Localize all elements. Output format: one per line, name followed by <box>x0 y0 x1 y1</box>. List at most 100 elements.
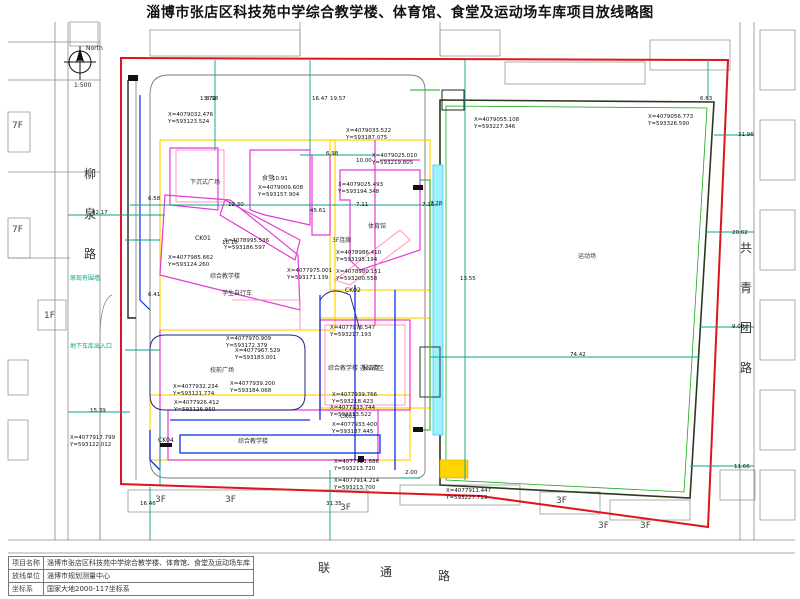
dimension-value: 42.17 <box>92 210 108 216</box>
coordinate-y: Y=593123.524 <box>167 119 210 125</box>
coordinate-x: X=4077975.001 <box>287 268 332 274</box>
dimension-value: 7.11 <box>356 202 368 208</box>
coordinate-y: Y=593122.012 <box>69 442 111 448</box>
scale-label: 1:500 <box>74 82 91 89</box>
coordinate-x: X=4078995.536 <box>224 238 270 244</box>
control-point: CK01 <box>195 235 211 242</box>
road-name-west: 柳 泉 路 <box>84 167 96 261</box>
floor-label: 7F <box>12 121 23 131</box>
dimension-value: 9.08 <box>732 324 745 330</box>
road-char: 路 <box>740 360 752 375</box>
coordinate-y: Y=593200.558 <box>335 276 378 282</box>
coordinate-x: X=4077967.529 <box>235 348 281 354</box>
floor-label: 3F <box>556 496 567 506</box>
drawing-title: 淄博市张店区科技苑中学综合教学楼、体育馆、食堂及运动场车库项目放线略图 <box>146 5 654 21</box>
dimension-value: 74.42 <box>570 352 586 358</box>
info-key: 放线单位 <box>8 569 44 583</box>
info-row: 坐标系 国家大地2000-117坐标系 <box>8 582 254 596</box>
coordinate-y: Y=593126.950 <box>173 407 216 413</box>
road-char: 共 <box>740 241 752 255</box>
north-arrow-icon <box>64 46 96 80</box>
coordinate-y: Y=593195.194 <box>335 257 378 263</box>
dimension-value: 45.61 <box>310 208 326 214</box>
dimension-labels: 8.9812.3010.9113.7142.1716.477.1345.6131… <box>90 96 754 507</box>
coordinate-x: X=4079033.522 <box>346 128 391 134</box>
dimension-value: 7.28 <box>430 201 443 207</box>
passage-label: 3F连廊 <box>332 236 351 244</box>
west-ramp <box>127 80 136 319</box>
control-point: CK02 <box>345 287 361 294</box>
info-row: 放线单位 淄博市规划测量中心 <box>8 569 254 583</box>
coordinate-y: Y=593213.700 <box>333 485 376 491</box>
canteen-outline <box>249 149 311 226</box>
dimension-value: 11.66 <box>734 464 750 470</box>
field-stand <box>432 164 444 436</box>
dimension-value: 13.71 <box>200 96 216 102</box>
road-char: 路 <box>84 246 96 261</box>
note: 地下车库出入口 <box>70 342 112 350</box>
info-value: 淄博市规划测量中心 <box>43 569 254 583</box>
coordinate-x: X=4077921.686 <box>334 459 380 465</box>
coordinate-y: Y=593121.774 <box>172 391 215 397</box>
road-char: 青 <box>740 281 752 295</box>
coordinate-x: X=4079025.493 <box>338 182 384 188</box>
road-lines <box>8 22 795 554</box>
control-point-labels: CK01 CK02 CK03 CK04 <box>158 235 361 444</box>
coordinate-y: Y=593219.805 <box>371 160 414 166</box>
coordinate-x: X=4079025.010 <box>372 153 418 159</box>
info-value: 国家大地2000-117坐标系 <box>43 582 254 596</box>
dimension-value: 13.55 <box>460 276 476 282</box>
west-notes: 原现有围墙 地下车库出入口 <box>70 274 112 350</box>
road-char: 团 <box>740 321 752 335</box>
front-plaza <box>149 334 306 411</box>
coordinate-y: Y=593218.423 <box>331 399 374 405</box>
coordinate-y: Y=593213.522 <box>329 412 371 418</box>
rampdown-label: 下沉式广场 <box>190 178 220 186</box>
info-row: 项目名称 淄博市张店区科技苑中学综合教学楼、体育馆、食堂及运动场车库 <box>8 556 254 570</box>
field-label: 运动场 <box>578 252 596 260</box>
dimension-value: 6.58 <box>148 196 161 202</box>
blue-underground-lines <box>149 285 396 471</box>
coordinate-y: Y=593183.001 <box>234 355 276 361</box>
dimension-value: 31.96 <box>738 132 754 138</box>
neighbor-floor-labels: 7F 7F 1F 3F 3F 3F 3F 3F 3F <box>12 121 651 531</box>
info-key: 项目名称 <box>8 556 44 570</box>
coordinate-y: Y=593171.139 <box>286 275 329 281</box>
coordinate-y: Y=593227.713 <box>445 495 488 501</box>
info-value: 淄博市张店区科技苑中学综合教学楼、体育馆、食堂及运动场车库 <box>43 556 254 570</box>
coordinate-y: Y=593157.904 <box>257 192 300 198</box>
teaching2-label: 综合教学楼 <box>238 437 268 445</box>
north-neighbor-buildings <box>149 22 796 521</box>
floor-label: 3F <box>598 521 609 531</box>
coordinate-x: X=4077926.412 <box>174 400 219 406</box>
coordinate-y: Y=593172.379 <box>225 343 268 349</box>
coordinate-x: X=4077985.662 <box>168 255 213 261</box>
coordinate-y: Y=593213.720 <box>333 466 376 472</box>
dimension-value: 15.39 <box>90 408 106 414</box>
stake-markers <box>128 75 423 462</box>
floor-label: 3F <box>155 495 166 505</box>
road-name-east: 共 青 团 路 <box>740 241 752 375</box>
coordinate-y: Y=593227.346 <box>473 124 516 130</box>
north-label: North <box>86 45 103 52</box>
road-char: 通 <box>380 565 392 579</box>
road-char: 泉 <box>84 207 96 221</box>
note: 原现有围墙 <box>70 274 100 282</box>
admin-label: 综合教学楼 办公楼区 <box>328 364 384 372</box>
building-labels: 食堂 体育馆 综合教学楼 综合教学楼 综合教学楼 办公楼区 报告厅 运动场 3F… <box>190 174 596 445</box>
coordinate-x: X=4079056.773 <box>648 114 694 120</box>
field-equipment <box>439 459 469 479</box>
coordinate-y: Y=593124.260 <box>167 262 210 268</box>
coordinate-y: Y=593217.193 <box>329 332 372 338</box>
coordinate-y: Y=593187.445 <box>331 429 374 435</box>
dimension-value: 20.62 <box>732 230 748 236</box>
floor-label: 3F <box>340 503 351 513</box>
dimension-value: 16.47 <box>312 96 328 102</box>
project-info-table: 项目名称 淄博市张店区科技苑中学综合教学楼、体育馆、食堂及运动场车库 放线单位 … <box>8 556 254 596</box>
coordinate-x: X=4079032.476 <box>168 112 214 118</box>
coordinate-x: X=4077914.214 <box>334 478 380 484</box>
dimension-value: 6.98 <box>326 151 339 157</box>
dimension-value: 6.41 <box>148 292 160 298</box>
sports-field <box>439 99 715 499</box>
